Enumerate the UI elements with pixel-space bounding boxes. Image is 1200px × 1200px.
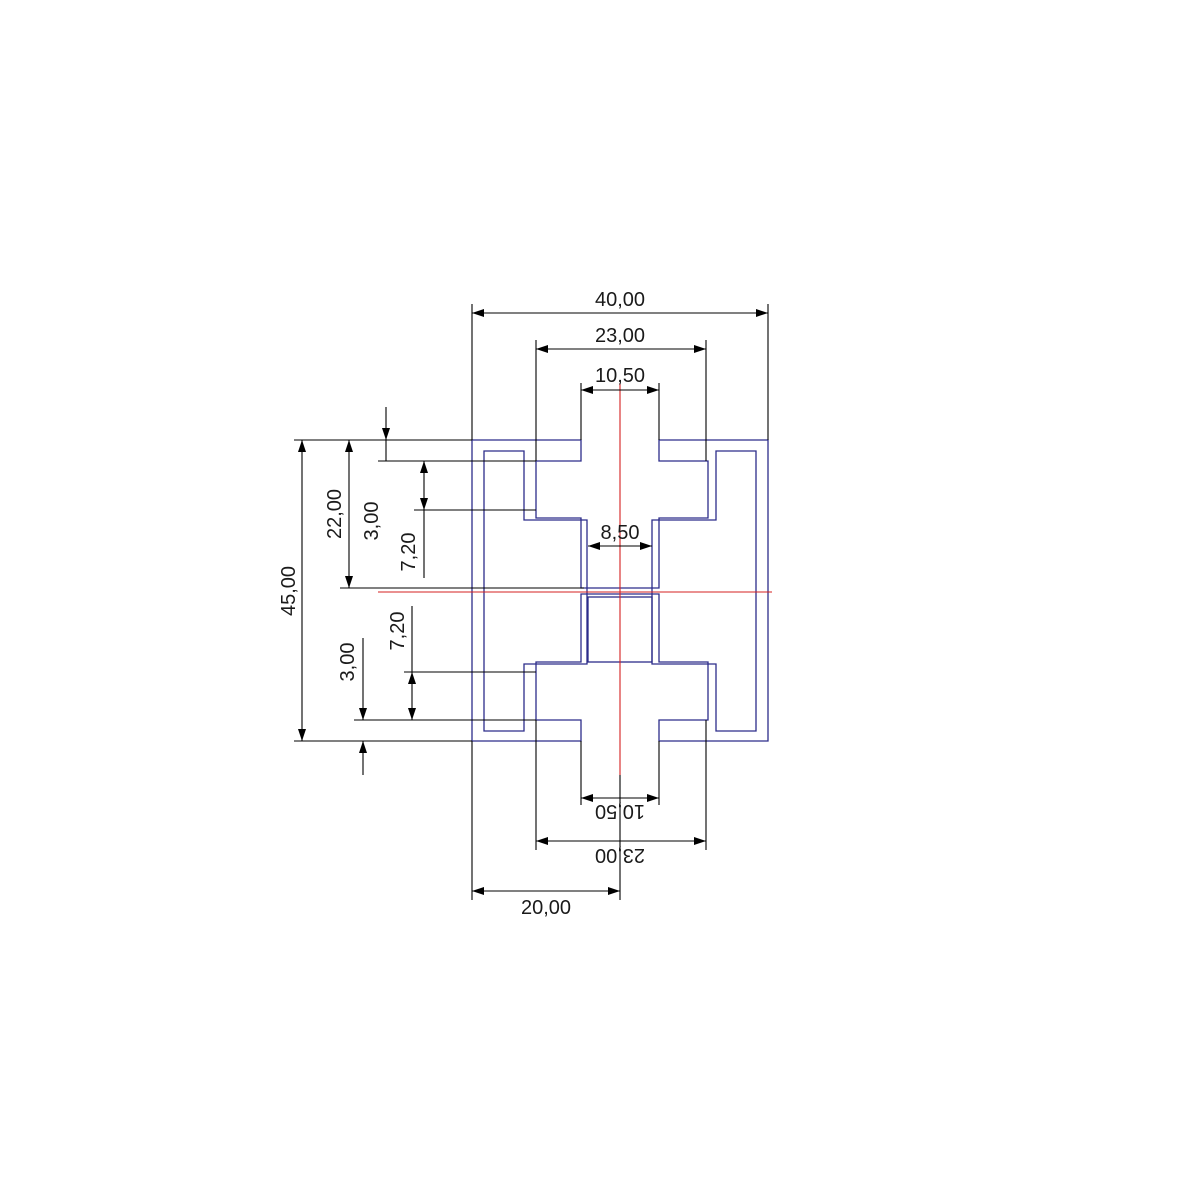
- label-lower-wall: 3,00: [337, 643, 359, 682]
- label-overall-height: 45,00: [278, 566, 300, 616]
- profile-outer-contour: [471, 439, 769, 742]
- center-lines: [378, 383, 772, 775]
- left-inner-cavity: [483, 450, 588, 732]
- label-upper-slot-depth: 7,20: [398, 533, 420, 572]
- label-bottom-outer-slot: 23,00: [595, 844, 645, 866]
- right-inner-cavity: [651, 450, 757, 732]
- label-overall-width: 40,00: [595, 289, 645, 311]
- label-top-inner-slot: 10,50: [595, 365, 645, 387]
- label-lower-slot-depth: 7,20: [387, 612, 409, 651]
- label-half-width: 20,00: [521, 897, 571, 919]
- label-bottom-inner-slot: 10,50: [595, 800, 645, 822]
- dimension-labels: 40,00 23,00 10,50 8,50 10,50 23,00 20,00…: [278, 289, 645, 919]
- dimension-lines: [298, 309, 768, 895]
- label-top-outer-slot: 23,00: [595, 325, 645, 347]
- label-upper-wall: 3,00: [361, 502, 383, 541]
- label-upper-half-height: 22,00: [324, 489, 346, 539]
- label-core-width: 8,50: [601, 522, 640, 544]
